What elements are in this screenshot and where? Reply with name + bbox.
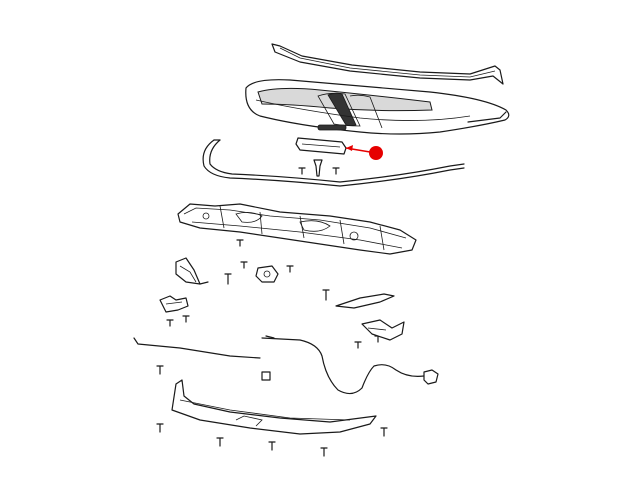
- hood-underside-shield[interactable]: [171, 379, 377, 435]
- hood-side-seal[interactable]: [202, 139, 465, 187]
- hood-hinge[interactable]: [175, 257, 209, 285]
- hood-panel[interactable]: [245, 79, 510, 135]
- callout-marker[interactable]: [369, 146, 383, 160]
- fastener-bolts[interactable]: [166, 239, 382, 349]
- hood-inner-panel[interactable]: [177, 203, 417, 255]
- push-pin-fastener[interactable]: [298, 159, 340, 177]
- hood-support[interactable]: [159, 295, 189, 313]
- hood-release-cable[interactable]: [133, 335, 439, 395]
- hood-latch-handle[interactable]: [295, 137, 347, 155]
- push-pin-fastener-set[interactable]: [156, 365, 388, 457]
- hood-latch[interactable]: [255, 265, 279, 283]
- hood-top-seal[interactable]: [271, 43, 504, 85]
- hood-bracket[interactable]: [335, 293, 405, 341]
